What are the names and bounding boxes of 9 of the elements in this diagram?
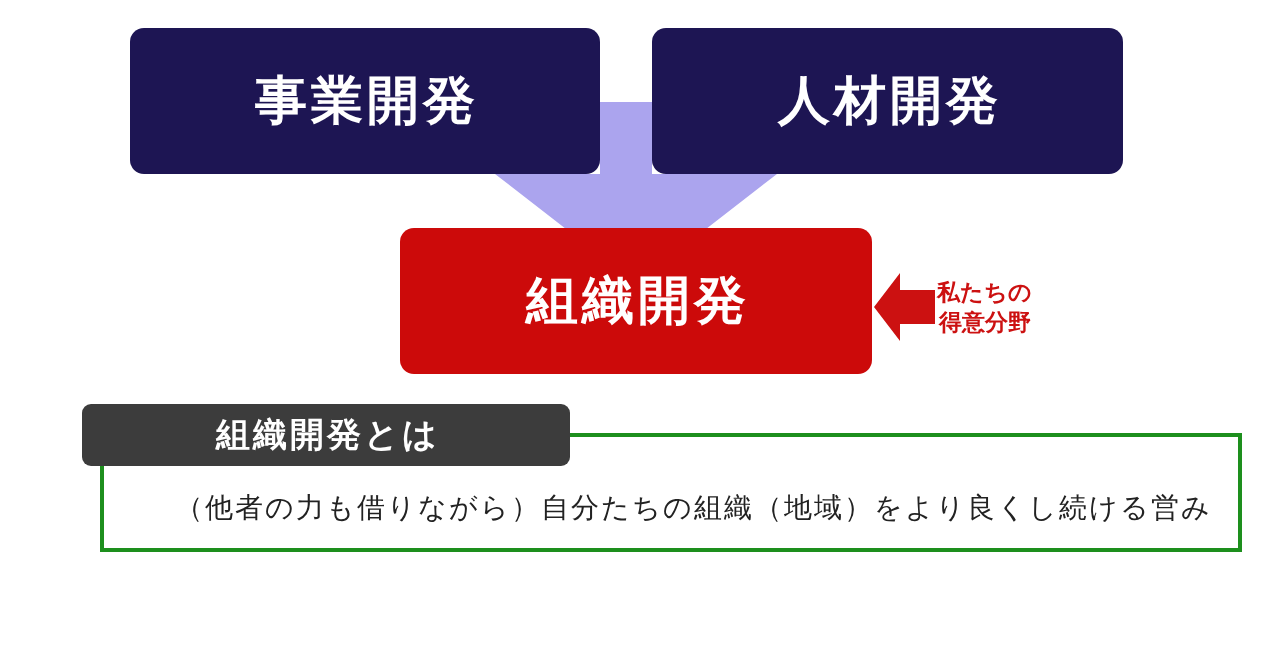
funnel-connector [495, 102, 637, 229]
process-box: 事業開発 [130, 28, 600, 174]
highlight-box: 組織開発 [400, 228, 872, 374]
heading-tab: 組織開発とは [82, 404, 570, 466]
body-text: （他者の力も借りながら）自分たちの組織（地域）をより良くし続ける営み [175, 490, 1212, 526]
process-box: 人材開発 [652, 28, 1123, 174]
note-text: 私たちの得意分野 [936, 277, 1034, 337]
funnel-connector [635, 102, 777, 229]
block-arrow [874, 273, 935, 341]
